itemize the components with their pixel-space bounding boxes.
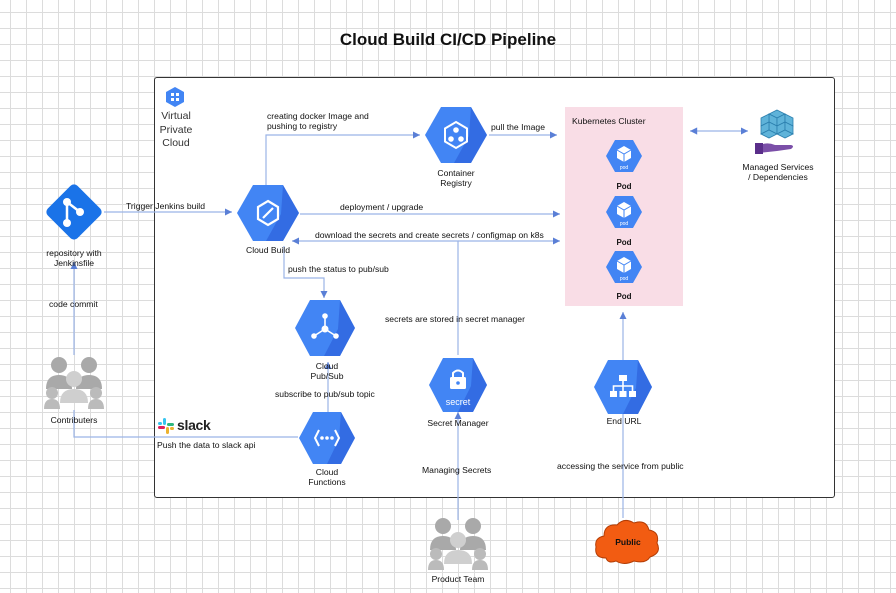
pod-label: Pod — [616, 238, 632, 247]
diagram-title: Cloud Build CI/CD Pipeline — [339, 30, 557, 49]
download-secrets-label: download the secrets and create secrets … — [315, 230, 544, 240]
git-repo-icon — [43, 181, 105, 248]
cloud-functions-label-line: Cloud — [315, 467, 339, 477]
creating-image-label-line: creating docker Image and — [267, 111, 369, 121]
cloud-functions-icon — [298, 411, 356, 465]
cloud-functions-label: Cloud Functions — [308, 467, 345, 488]
pod-icon: pod — [605, 195, 643, 234]
secret-manager-icon: secret — [428, 357, 488, 413]
vpc-icon — [164, 86, 186, 113]
trigger-build-label: Trigger Jenkins build — [126, 201, 205, 211]
contributers-label: Contributers — [50, 415, 98, 425]
accessing-service-label: accessing the service from public — [557, 461, 684, 471]
repo-label-line: Jenkinsfile — [53, 258, 95, 269]
secret-icon-text: secret — [446, 397, 471, 407]
vpc-label-line: Cloud — [162, 137, 190, 150]
managed-services-label-line: / Dependencies — [748, 172, 808, 183]
pod-icon: pod — [605, 250, 643, 289]
subscribe-label: subscribe to pub/sub topic — [275, 389, 375, 399]
managing-secrets-label: Managing Secrets — [422, 465, 492, 475]
repo-label: repository with Jenkinsfile — [46, 248, 101, 269]
vpc-boundary — [154, 77, 835, 498]
secret-manager-label: Secret Manager — [427, 418, 489, 428]
code-commit-label: code commit — [49, 299, 98, 309]
pubsub-label-line: Cloud — [315, 361, 339, 371]
creating-image-label: creating docker Image and pushing to reg… — [267, 111, 369, 132]
cloud-build-icon — [236, 184, 300, 242]
product-team-label: Product Team — [431, 574, 485, 584]
deployment-label: deployment / upgrade — [340, 202, 424, 212]
vpc-label-line: Virtual — [161, 110, 191, 122]
public-label: Public — [615, 537, 641, 547]
product-team-icon — [428, 516, 488, 579]
pubsub-label-line: Pub/Sub — [310, 371, 344, 382]
push-slack-label: Push the data to slack api — [157, 440, 256, 450]
contributers-icon — [44, 355, 104, 418]
public-cloud-icon — [592, 516, 662, 571]
pubsub-label: Cloud Pub/Sub — [311, 361, 344, 382]
pod-label: Pod — [616, 292, 632, 301]
pubsub-icon — [294, 299, 356, 357]
container-registry-label: Container Registry — [437, 168, 474, 189]
managed-services-label-line: Managed Services — [742, 162, 814, 172]
container-registry-label-line: Registry — [440, 178, 472, 189]
container-registry-label-line: Container — [437, 168, 475, 178]
slack-icon — [158, 418, 174, 439]
creating-image-label-line: pushing to registry — [267, 121, 338, 132]
end-url-label: End URL — [606, 416, 642, 426]
cloud-functions-label-line: Functions — [308, 477, 346, 488]
end-url-icon — [593, 359, 653, 415]
repo-label-line: repository with — [46, 248, 102, 258]
kubernetes-cluster-title: Kubernetes Cluster — [572, 116, 646, 126]
pod-icon: pod — [605, 139, 643, 178]
cloud-build-label: Cloud Build — [246, 245, 290, 255]
secrets-stored-label: secrets are stored in secret manager — [385, 314, 525, 324]
vpc-label: Virtual Private Cloud — [160, 110, 193, 151]
slack-logo-text: slack — [177, 417, 211, 433]
pull-image-label: pull the Image — [491, 122, 545, 132]
pod-label: Pod — [616, 182, 632, 191]
pod-icon-text: pod — [620, 165, 629, 171]
managed-services-label: Managed Services / Dependencies — [742, 162, 813, 183]
pod-icon-text: pod — [620, 276, 629, 282]
managed-services-icon — [751, 107, 803, 160]
container-registry-icon — [424, 106, 488, 164]
vpc-label-line: Private — [159, 123, 193, 136]
push-status-label: push the status to pub/sub — [288, 264, 389, 274]
pod-icon-text: pod — [620, 221, 629, 227]
